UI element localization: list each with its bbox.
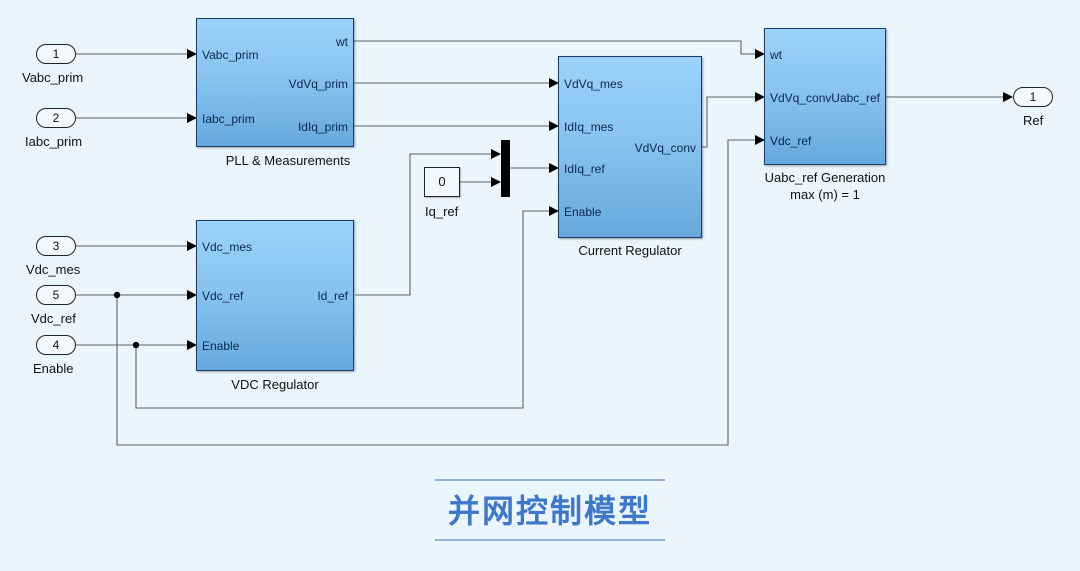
iq-ref-label: Iq_ref: [425, 204, 459, 219]
inport-4[interactable]: 4: [36, 335, 76, 355]
current-regulator-label: Current Regulator: [578, 243, 682, 258]
port-current-enable: Enable: [564, 205, 602, 219]
diagram-caption: 并网控制模型: [447, 492, 652, 530]
port-vdvq-conv: VdVq_conv: [634, 141, 696, 155]
wire-vdc-ref-branch: [116, 135, 765, 446]
port-idiq-ref: IdIq_ref: [564, 162, 605, 176]
wire-wt: [353, 40, 765, 59]
uabc-ref-generation-sublabel: max (m) = 1: [790, 187, 860, 202]
port-vdc-mes: Vdc_mes: [202, 240, 253, 254]
inport-3[interactable]: 3: [36, 236, 76, 256]
mux-block[interactable]: [501, 140, 510, 197]
outport-1-label: Ref: [1023, 113, 1044, 128]
current-regulator-block[interactable]: VdVq_mes IdIq_mes IdIq_ref Enable VdVq_c…: [558, 56, 702, 238]
caption-rule-bottom: [435, 539, 665, 541]
port-vdvq-mes: VdVq_mes: [564, 77, 623, 91]
outport-1[interactable]: 1: [1013, 87, 1053, 107]
inport-2[interactable]: 2: [36, 108, 76, 128]
inport-1-label: Vabc_prim: [22, 70, 84, 85]
port-wt: wt: [336, 35, 348, 49]
wire-enable-branch: [135, 206, 559, 409]
branch-point-enable: [132, 341, 140, 349]
port-uabc-wt: wt: [770, 48, 782, 62]
port-vdc-ref: Vdc_ref: [202, 289, 244, 303]
port-idiq-prim: IdIq_prim: [297, 120, 348, 134]
vdc-regulator-block[interactable]: Vdc_mes Vdc_ref Enable Id_ref: [196, 220, 354, 371]
inport-1[interactable]: 1: [36, 44, 76, 64]
pll-measurements-label: PLL & Measurements: [225, 153, 351, 168]
port-idiq-mes: IdIq_mes: [564, 120, 614, 134]
port-vdvq-prim: VdVq_prim: [288, 77, 348, 91]
iq-ref-constant[interactable]: 0: [424, 167, 460, 197]
port-uabc-ref: Uabc_ref: [831, 91, 880, 105]
port-id-ref: Id_ref: [317, 289, 348, 303]
port-vabc-prim: Vabc_prim: [202, 48, 259, 62]
inport-4-label: Enable: [33, 361, 74, 376]
port-iabc-prim: Iabc_prim: [202, 112, 255, 126]
port-uabc-vdvq-conv: VdVq_conv: [770, 91, 832, 105]
vdc-regulator-label: VDC Regulator: [231, 377, 319, 392]
wire-vdvq-conv: [701, 92, 765, 148]
port-enable: Enable: [202, 339, 240, 353]
wire-id-ref: [355, 149, 501, 296]
port-uabc-vdc-ref: Vdc_ref: [770, 134, 812, 148]
caption-rule-top: [435, 479, 665, 481]
inport-5-label: Vdc_ref: [31, 311, 76, 326]
pll-measurements-block[interactable]: Vabc_prim Iabc_prim wt VdVq_prim IdIq_pr…: [196, 18, 354, 147]
inport-5[interactable]: 5: [36, 285, 76, 305]
uabc-ref-generation-block[interactable]: wt VdVq_conv Vdc_ref Uabc_ref: [764, 28, 886, 165]
uabc-ref-generation-label: Uabc_ref Generation: [764, 170, 886, 185]
inport-3-label: Vdc_mes: [26, 262, 81, 277]
branch-point-vdc-ref: [113, 291, 121, 299]
inport-2-label: Iabc_prim: [25, 134, 83, 149]
